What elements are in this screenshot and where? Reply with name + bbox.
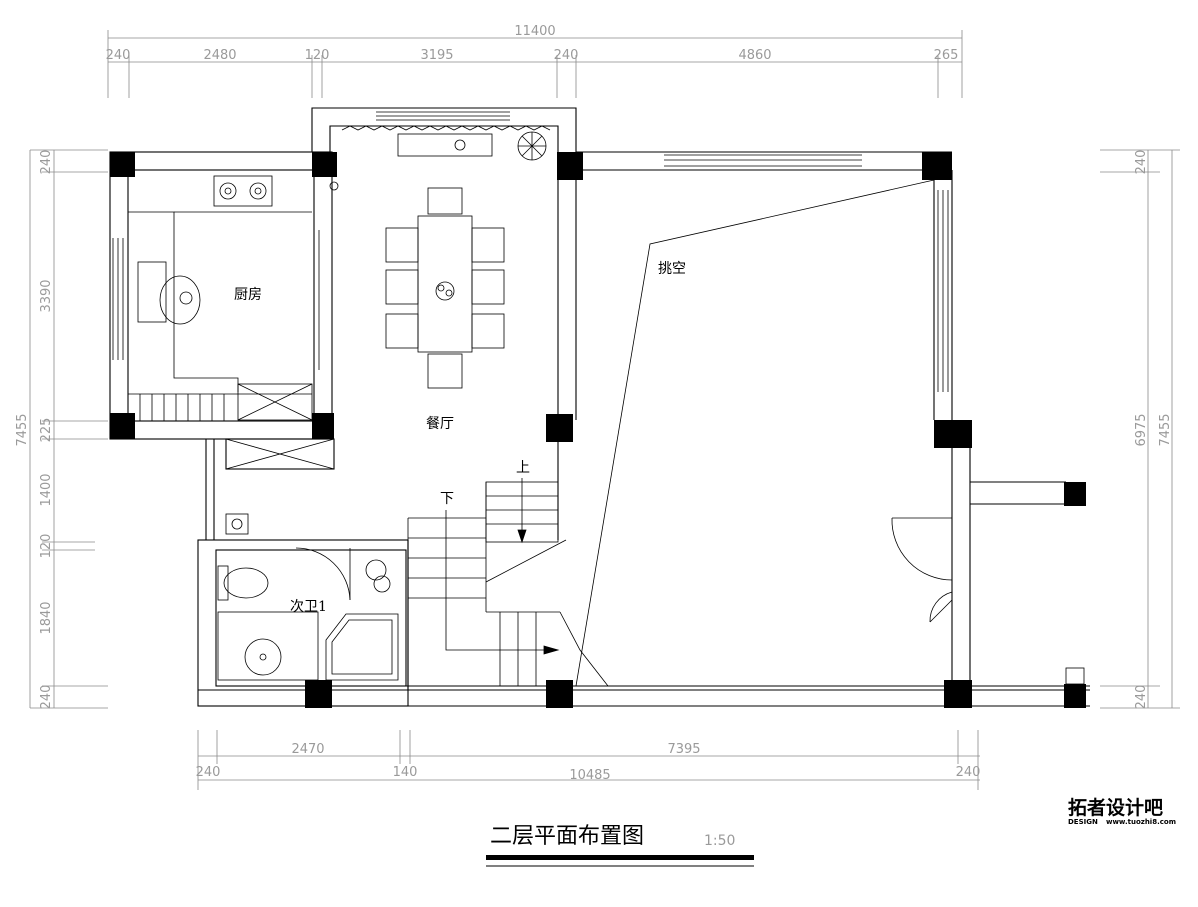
dim-top-seg-1: 240 bbox=[106, 48, 131, 63]
room-label-void: 挑空 bbox=[658, 261, 686, 277]
dim-left-seg-5: 120 bbox=[39, 534, 54, 559]
dim-left-total: 7455 bbox=[15, 413, 30, 446]
bathroom-fixtures bbox=[217, 513, 399, 681]
dim-top-seg-6: 4860 bbox=[738, 48, 771, 63]
dim-right-seg-1: 240 bbox=[1134, 150, 1149, 175]
room-label-dining: 餐厅 bbox=[426, 416, 454, 432]
dim-left-seg-3: 225 bbox=[39, 418, 54, 443]
dim-top-seg-3: 120 bbox=[305, 48, 330, 63]
structural-columns bbox=[110, 152, 1086, 708]
dim-right-seg-2: 240 bbox=[1134, 685, 1149, 710]
dim-left-seg-4: 1400 bbox=[39, 473, 54, 506]
dim-top-seg-7: 265 bbox=[934, 48, 959, 63]
dim-right-inner: 6975 bbox=[1134, 413, 1149, 446]
drawing-scale: 1:50 bbox=[704, 833, 735, 849]
walls bbox=[109, 107, 1090, 707]
watermark-tagline: DESIGN bbox=[1068, 818, 1098, 826]
dim-left-seg-1: 240 bbox=[39, 150, 54, 175]
stair-label-down: 下 bbox=[440, 491, 454, 507]
dim-bottom-total: 10485 bbox=[569, 768, 610, 783]
stairs bbox=[407, 478, 609, 687]
stair-label-up: 上 bbox=[516, 460, 530, 476]
dim-left-seg-7: 240 bbox=[39, 685, 54, 710]
bottom-dimension-lines bbox=[197, 730, 980, 790]
drawing-title: 二层平面布置图 bbox=[490, 824, 644, 849]
dim-top-seg-4: 3195 bbox=[420, 48, 453, 63]
top-dimension-lines bbox=[107, 30, 963, 98]
dim-right-total: 7455 bbox=[1158, 413, 1173, 446]
dim-left-seg-6: 1840 bbox=[39, 601, 54, 634]
dim-bottom-seg-5: 240 bbox=[956, 765, 981, 780]
dim-bottom-seg-3: 240 bbox=[196, 765, 221, 780]
dim-bottom-seg-2: 7395 bbox=[667, 742, 700, 757]
dim-bottom-seg-4: 140 bbox=[393, 765, 418, 780]
title-underline-thick bbox=[486, 855, 754, 860]
dining-fixtures bbox=[329, 125, 551, 389]
dim-bottom-seg-1: 2470 bbox=[291, 742, 324, 757]
left-dimension-lines bbox=[29, 149, 108, 709]
void-boundary bbox=[575, 179, 935, 687]
room-label-bathroom: 次卫1 bbox=[290, 599, 327, 615]
dim-top-seg-5: 240 bbox=[554, 48, 579, 63]
room-label-kitchen: 厨房 bbox=[234, 287, 262, 303]
windows bbox=[112, 111, 949, 392]
watermark-url: www.tuozhi8.com bbox=[1106, 818, 1176, 826]
dim-left-seg-2: 3390 bbox=[39, 279, 54, 312]
right-dimension-lines bbox=[1100, 149, 1180, 709]
dim-top-total: 11400 bbox=[514, 24, 555, 39]
watermark-brand: 拓者设计吧 bbox=[1068, 796, 1163, 819]
dim-top-seg-2: 2480 bbox=[203, 48, 236, 63]
right-door bbox=[891, 517, 1085, 685]
kitchen-fixtures bbox=[128, 175, 335, 470]
